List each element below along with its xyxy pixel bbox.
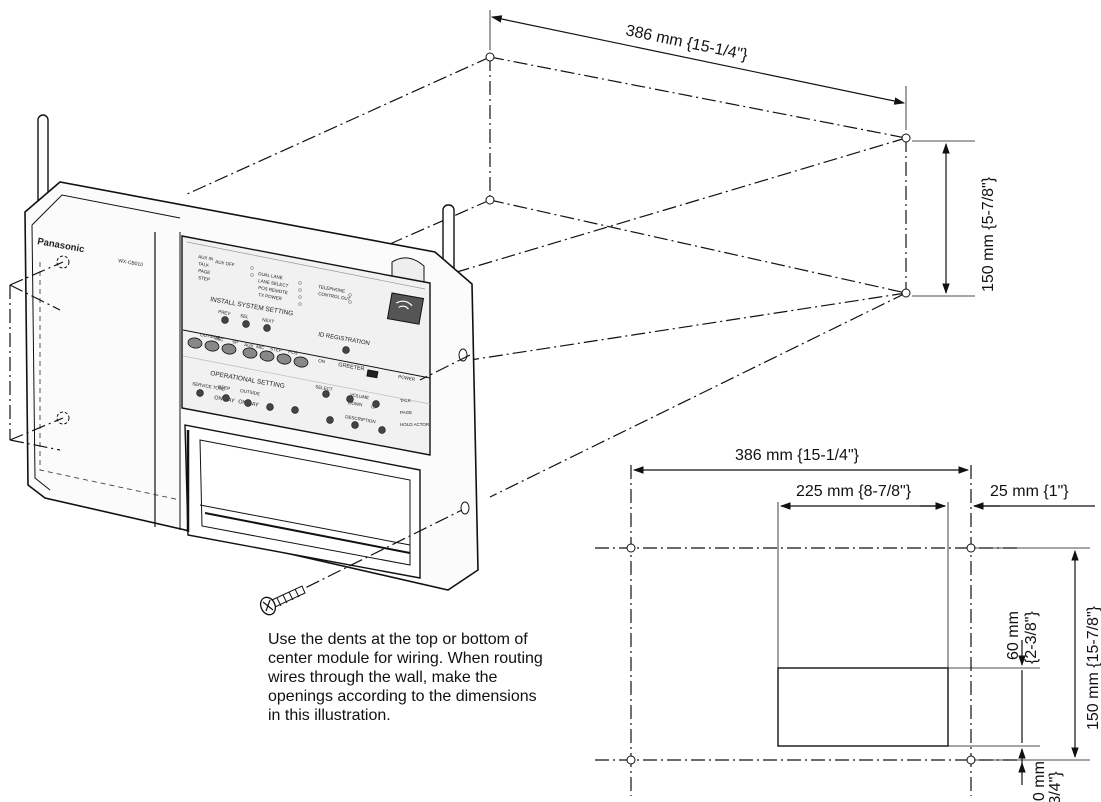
svg-text:AUX OFF: AUX OFF [215, 259, 235, 267]
svg-text:AUX IN: AUX IN [198, 254, 214, 262]
svg-text:GREETER: GREETER [338, 362, 365, 373]
top-height-dimension: 150 mm {5-7/8"} [912, 140, 997, 297]
center-module: Panasonic WX-CB010 AUX IN TALK PAGE STEP… [24, 114, 479, 591]
bottom-edge-mm-visible: 20 mm [1031, 761, 1048, 802]
svg-text:AUX: AUX [244, 342, 254, 349]
svg-text:PREV: PREV [218, 309, 231, 316]
svg-text:TALK: TALK [198, 261, 210, 268]
svg-text:OUTSIDE: OUTSIDE [240, 388, 261, 396]
svg-text:TELEPHONE: TELEPHONE [318, 284, 346, 294]
svg-text:TALK: TALK [400, 398, 411, 403]
svg-text:STEP: STEP [198, 275, 210, 282]
svg-text:POWER: POWER [398, 374, 416, 382]
svg-text:POS: POS [288, 349, 298, 356]
svg-text:SERVICE TONE: SERVICE TONE [192, 381, 226, 392]
bottom-edge-in: {3/4"} [1047, 771, 1064, 802]
operational-knobs [196, 389, 386, 434]
svg-text:PAGE: PAGE [198, 268, 211, 275]
wiring-instruction-note: Use the dents at the top or bottom of ce… [268, 630, 638, 725]
top-hole-marks [485, 52, 911, 298]
bottom-side-width: 25 mm {1"} [990, 483, 1069, 500]
note-line-3: wires through the wall, make the [268, 669, 498, 686]
svg-text:DOWN: DOWN [348, 400, 363, 407]
bottom-template-drawing: 386 mm {15-1/4"} 225 mm {8-7/8"} 25 mm {… [595, 447, 1101, 802]
svg-text:ON: ON [318, 358, 326, 364]
indicator-leds [250, 266, 352, 306]
svg-text:SP: SP [232, 339, 239, 345]
note-line-4: openings according to the dimensions [268, 688, 537, 705]
svg-text:CONTROL OUT: CONTROL OUT [318, 291, 351, 302]
svg-text:SELECT: SELECT [315, 384, 333, 392]
svg-text:STEP: STEP [270, 346, 282, 353]
bottom-total-height: 150 mm {15-7/8"} [1085, 605, 1101, 730]
svg-text:OUTSIDE: OUTSIDE [200, 332, 221, 340]
bottom-inner-width: 225 mm {8-7/8"} [796, 483, 912, 500]
bottom-inner-height-mm: 60 mm [1005, 611, 1022, 660]
svg-text:BEEP: BEEP [218, 384, 231, 391]
model-label: WX-CB010 [118, 258, 144, 268]
note-line-1: Use the dents at the top or bottom of [268, 631, 528, 648]
svg-text:MIC: MIC [256, 344, 266, 350]
svg-text:SEL: SEL [240, 313, 250, 319]
note-line-2: center module for wiring. When routing [268, 650, 543, 667]
left-projection-lines [9, 261, 471, 451]
bottom-total-width: 386 mm {15-1/4"} [735, 447, 860, 464]
rotary-selectors [187, 337, 309, 368]
svg-text:MIC: MIC [215, 336, 225, 342]
svg-text:PAGE: PAGE [400, 410, 412, 415]
svg-text:NEXT: NEXT [262, 317, 275, 324]
bottom-inner-height-in: {2-3/8"} [1023, 611, 1040, 664]
svg-text:TX POWER: TX POWER [258, 292, 283, 301]
svg-text:DESCRIPTION: DESCRIPTION [345, 414, 376, 424]
setting-knobs [221, 316, 350, 354]
svg-text:POS REMOTE: POS REMOTE [258, 285, 288, 295]
wiring-opening [777, 667, 949, 747]
top-mount-outline [159, 52, 911, 498]
note-line-5: in this illustration. [268, 707, 391, 724]
mounting-screw [259, 509, 463, 616]
svg-text:VOLUME: VOLUME [350, 392, 370, 400]
svg-text:HOLD ACTOR: HOLD ACTOR [400, 422, 430, 427]
svg-text:LANE SELECT: LANE SELECT [258, 278, 289, 288]
top-height-label: 150 mm {5-7/8"} [980, 176, 997, 292]
top-width-dimension: 386 mm {15-1/4"} [489, 10, 907, 130]
svg-text:DUAL LANE: DUAL LANE [258, 271, 283, 280]
